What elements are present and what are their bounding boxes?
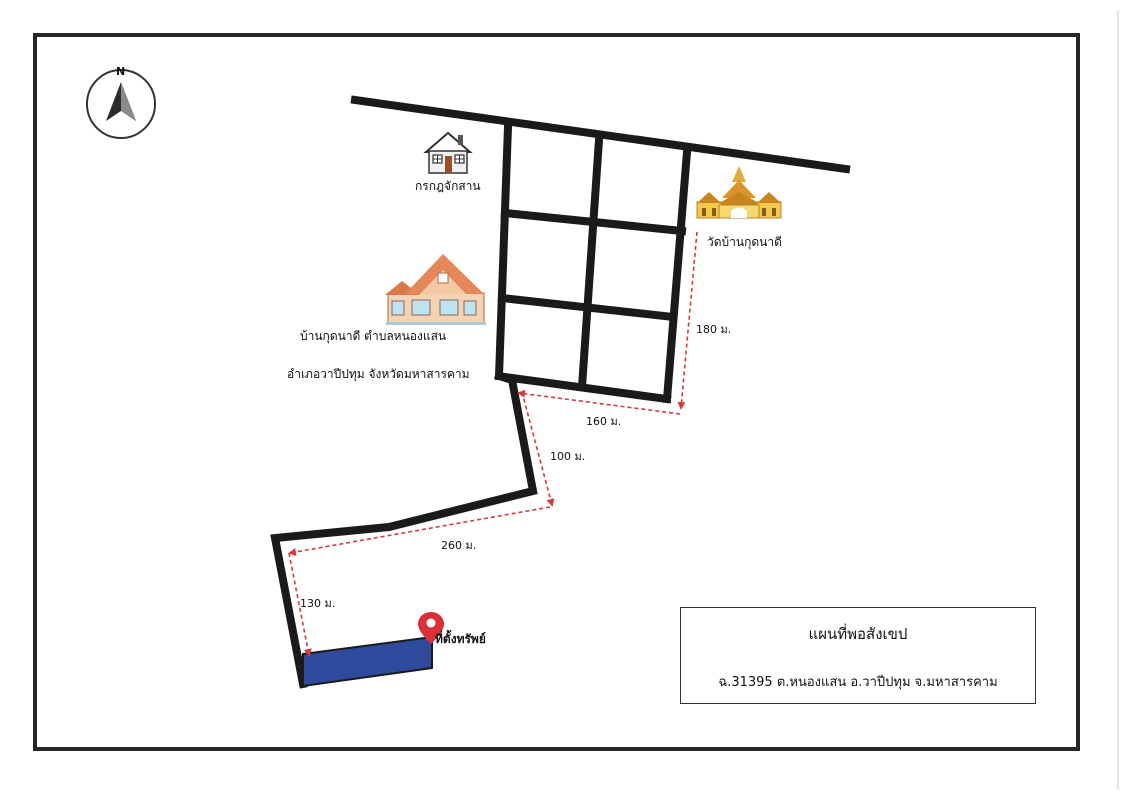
legend-subtitle: ฉ.31395 ต.หนองแสน อ.วาปีปทุม จ.มหาสารคาม: [718, 675, 998, 690]
cooperative-label: กรกฎจักสาน: [415, 179, 481, 193]
page-edge-line: [1117, 10, 1119, 790]
north-label: N: [116, 65, 126, 78]
route-arrow-180: [677, 231, 698, 410]
road-west: [494, 122, 513, 381]
map-legend-box: แผนที่พอสังเขป ฉ.31395 ต.หนองแสน อ.วาปีป…: [680, 607, 1036, 704]
north-compass-icon: [86, 69, 156, 139]
temple-icon: [696, 166, 782, 219]
map-frame: [33, 33, 1080, 751]
access-road: [270, 371, 538, 689]
village-label-line2: อำเภอวาปีปทุม จังหวัดมหาสารคาม: [287, 367, 470, 381]
temple-label: วัดบ้านกุดนาดี: [707, 235, 782, 249]
distance-label-100: 100 ม.: [550, 450, 586, 463]
route-arrow-260: [288, 506, 551, 556]
road-east: [662, 147, 692, 404]
house-icon: [423, 131, 473, 174]
route-arrow-160: [517, 389, 681, 415]
village-label-line1: บ้านกุดนาดี ตำบลหนองแสน: [300, 329, 447, 343]
cross-road-bottom: [500, 372, 672, 404]
distance-label-180: 180 ม.: [696, 323, 732, 336]
road-middle: [577, 135, 604, 392]
route-arrows: [288, 231, 698, 657]
property-parcel: [302, 635, 433, 688]
route-arrow-130: [288, 552, 312, 657]
location-pin-icon: [418, 612, 444, 644]
legend-title: แผนที่พอสังเขป: [808, 625, 908, 643]
main-road: [350, 95, 851, 174]
distance-label-160: 160 ม.: [586, 415, 622, 428]
distance-label-130: 130 ม.: [300, 597, 336, 610]
village-house-icon: [385, 254, 486, 325]
route-arrow-100: [521, 391, 555, 507]
road-network: [270, 95, 851, 689]
property-label: ที่ตั้งทรัพย์: [435, 632, 486, 646]
cross-road-2: [497, 293, 678, 322]
cross-road-1: [500, 208, 687, 236]
distance-label-260: 260 ม.: [441, 539, 477, 552]
